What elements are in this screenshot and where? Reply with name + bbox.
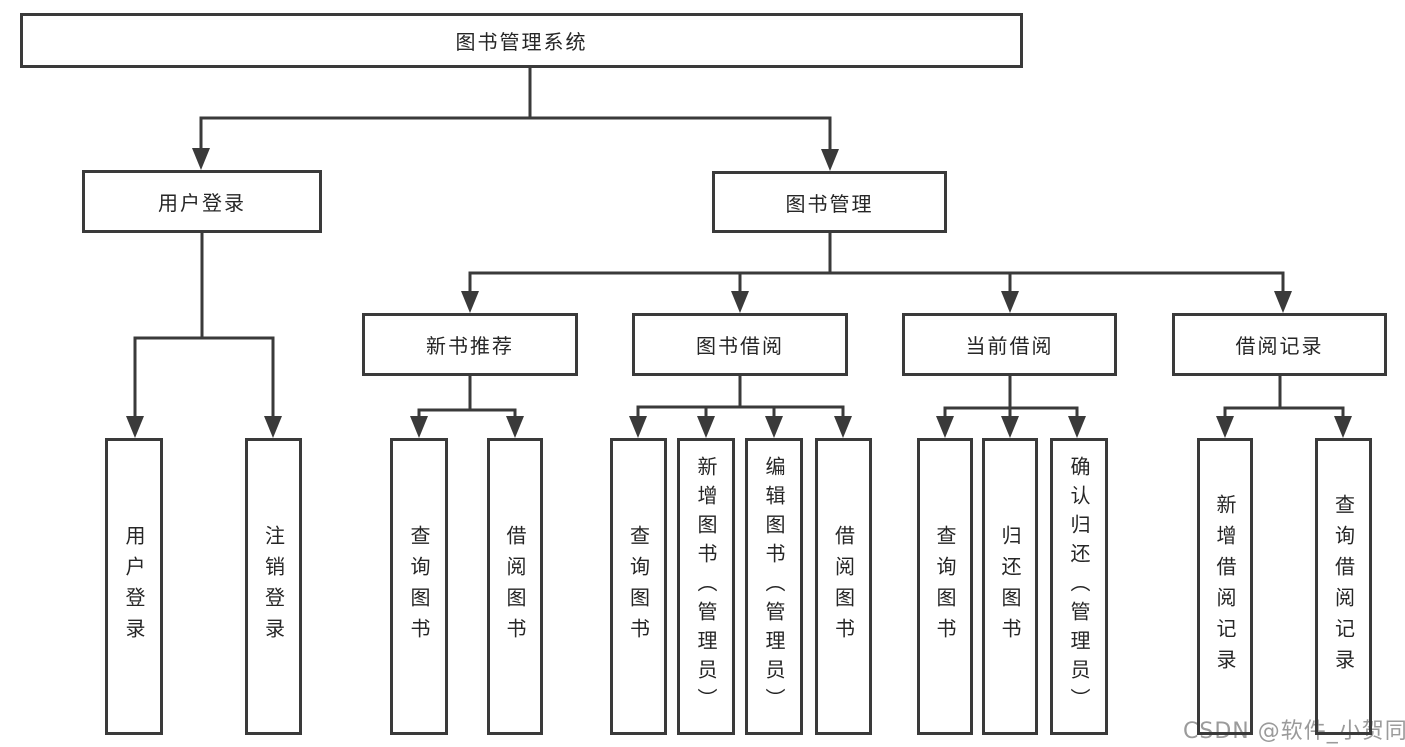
node-label: 图书管理系统	[455, 30, 588, 54]
node-label: 查询图书	[933, 524, 957, 649]
node-library-management-system: 图书管理系统	[20, 13, 1023, 68]
leaf-borrow-books: 借阅图书	[487, 438, 543, 735]
connector-borrow-records-to-leaves	[1223, 374, 1345, 418]
arrowhead-icon	[936, 416, 954, 438]
arrowhead-icon	[264, 416, 282, 438]
connector-book-mgmt-to-level3	[468, 231, 1285, 293]
node-label: 新增图书（管理员）	[694, 456, 718, 717]
arrowhead-icon	[1068, 416, 1086, 438]
node-label: 查询图书	[626, 524, 651, 649]
csdn-watermark: CSDN @软件_小贺同学	[1183, 719, 1405, 744]
arrowhead-icon	[1334, 416, 1352, 438]
leaf-add-borrow-record: 新增借阅记录	[1197, 438, 1253, 735]
node-label: 借阅记录	[1235, 334, 1324, 358]
arrowhead-icon	[506, 416, 524, 438]
arrowhead-icon	[834, 416, 852, 438]
leaf-query-borrow-record: 查询借阅记录	[1315, 438, 1372, 735]
connector-book-borrow-to-leaves	[636, 374, 845, 418]
arrowhead-icon	[629, 416, 647, 438]
node-label: 新书推荐	[426, 334, 514, 358]
leaf-confirm-return-admin: 确认归还（管理员）	[1050, 438, 1108, 735]
connector-current-borrow-to-leaves	[943, 374, 1079, 418]
arrowhead-icon	[1274, 291, 1292, 313]
node-label: 用户登录	[158, 191, 246, 215]
node-current-borrowing: 当前借阅	[902, 313, 1117, 376]
arrowhead-icon	[765, 416, 783, 438]
node-label: 新增借阅记录	[1213, 493, 1237, 680]
node-user-login: 用户登录	[82, 170, 322, 233]
arrowhead-icon	[1216, 416, 1234, 438]
node-label: 编辑图书（管理员）	[762, 456, 786, 717]
node-label: 用户登录	[122, 524, 146, 649]
arrowhead-icon	[461, 291, 479, 313]
node-label: 查询图书	[407, 524, 431, 649]
arrowhead-icon	[731, 291, 749, 313]
leaf-query-books: 查询图书	[917, 438, 973, 735]
arrowhead-icon	[821, 149, 839, 171]
leaf-edit-books-admin: 编辑图书（管理员）	[745, 438, 803, 735]
arrowhead-icon	[697, 416, 715, 438]
leaf-return-books: 归还图书	[982, 438, 1038, 735]
leaf-add-books-admin: 新增图书（管理员）	[677, 438, 735, 735]
connector-root-to-level2	[199, 66, 832, 151]
arrowheads	[126, 148, 1352, 438]
leaf-logout: 注销登录	[245, 438, 302, 735]
node-label: 借阅图书	[503, 524, 527, 649]
node-label: 归还图书	[998, 524, 1022, 649]
connector-new-book-rec-to-leaves	[417, 374, 517, 418]
arrowhead-icon	[1001, 416, 1019, 438]
node-book-borrowing: 图书借阅	[632, 313, 848, 376]
node-label: 确认归还（管理员）	[1067, 456, 1091, 717]
arrowhead-icon	[126, 416, 144, 438]
leaf-user-login: 用户登录	[105, 438, 163, 735]
leaf-borrow-books: 借阅图书	[815, 438, 872, 735]
node-label: 当前借阅	[965, 334, 1054, 358]
leaf-query-books: 查询图书	[610, 438, 667, 735]
connector-user-login-to-leaves	[133, 231, 275, 418]
arrowhead-icon	[1001, 291, 1019, 313]
node-label: 借阅图书	[831, 524, 856, 649]
node-borrowing-records: 借阅记录	[1172, 313, 1387, 376]
arrowhead-icon	[410, 416, 428, 438]
node-book-management: 图书管理	[712, 171, 947, 233]
node-new-book-recommendation: 新书推荐	[362, 313, 578, 376]
arrowhead-icon	[192, 148, 210, 170]
node-label: 图书管理	[785, 191, 874, 216]
node-label: 注销登录	[261, 524, 286, 649]
node-label: 图书借阅	[696, 334, 784, 358]
leaf-query-books: 查询图书	[390, 438, 448, 735]
node-label: 查询借阅记录	[1331, 493, 1356, 680]
